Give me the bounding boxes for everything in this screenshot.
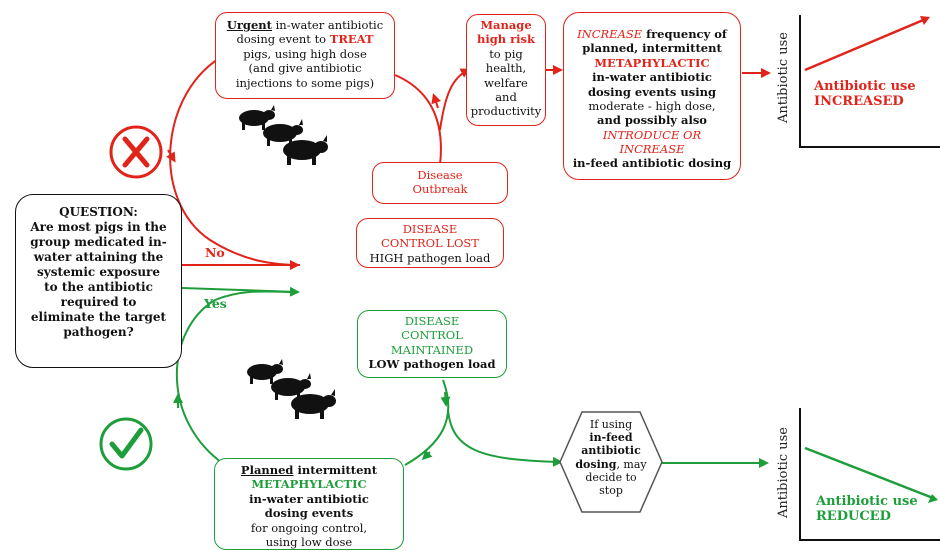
check-circle-icon bbox=[99, 417, 153, 471]
green-cycle-left-arc bbox=[175, 290, 291, 466]
top-chart-axis-label: Antibiotic use bbox=[776, 32, 791, 123]
disease-outbreak-box: Disease Outbreak bbox=[372, 162, 508, 204]
red-cycle-right-arc bbox=[394, 74, 442, 166]
manage-risk-box: Manage high risk to pig health, welfare … bbox=[466, 14, 546, 126]
no-label: No bbox=[205, 245, 225, 260]
urgent-dosing-box: Urgent in-water antibiotic dosing event … bbox=[215, 12, 395, 99]
green-cycle-right-arc bbox=[404, 379, 450, 466]
increase-metaphylactic-box: INCREASE frequency of planned, intermitt… bbox=[563, 12, 741, 180]
bottom-chart-note: Antibiotic use REDUCED bbox=[816, 494, 918, 524]
red-branch-to-manage bbox=[439, 68, 471, 131]
urgent-label: Urgent bbox=[226, 18, 272, 32]
chart-reduced bbox=[799, 408, 940, 541]
pig-group-icon bbox=[247, 359, 336, 419]
decision-hexagon bbox=[559, 411, 663, 513]
green-branch-to-hexagon bbox=[447, 409, 563, 467]
planned-label: Planned bbox=[240, 463, 294, 477]
hexagon-text: If using in-feed antibiotic dosing, may … bbox=[575, 418, 647, 497]
chart-increased bbox=[799, 15, 940, 148]
disease-control-maintained-box: DISEASE CONTROL MAINTAINED LOW pathogen … bbox=[357, 310, 507, 378]
disease-control-lost-box: DISEASE CONTROL LOST HIGH pathogen load bbox=[356, 218, 504, 268]
question-box: QUESTION: Are most pigs in the group med… bbox=[15, 194, 182, 368]
red-cycle-left-arc bbox=[169, 54, 301, 266]
yes-label: Yes bbox=[204, 296, 227, 311]
bottom-chart-axis-label: Antibiotic use bbox=[776, 427, 791, 518]
pig-group-icon bbox=[239, 105, 328, 165]
treat-label: TREAT bbox=[329, 32, 374, 47]
top-chart-note: Antibiotic use INCREASED bbox=[814, 79, 916, 109]
x-circle-icon bbox=[109, 125, 163, 179]
planned-metaphylactic-box: Planned intermittent METAPHYLACTIC in-wa… bbox=[214, 458, 404, 550]
